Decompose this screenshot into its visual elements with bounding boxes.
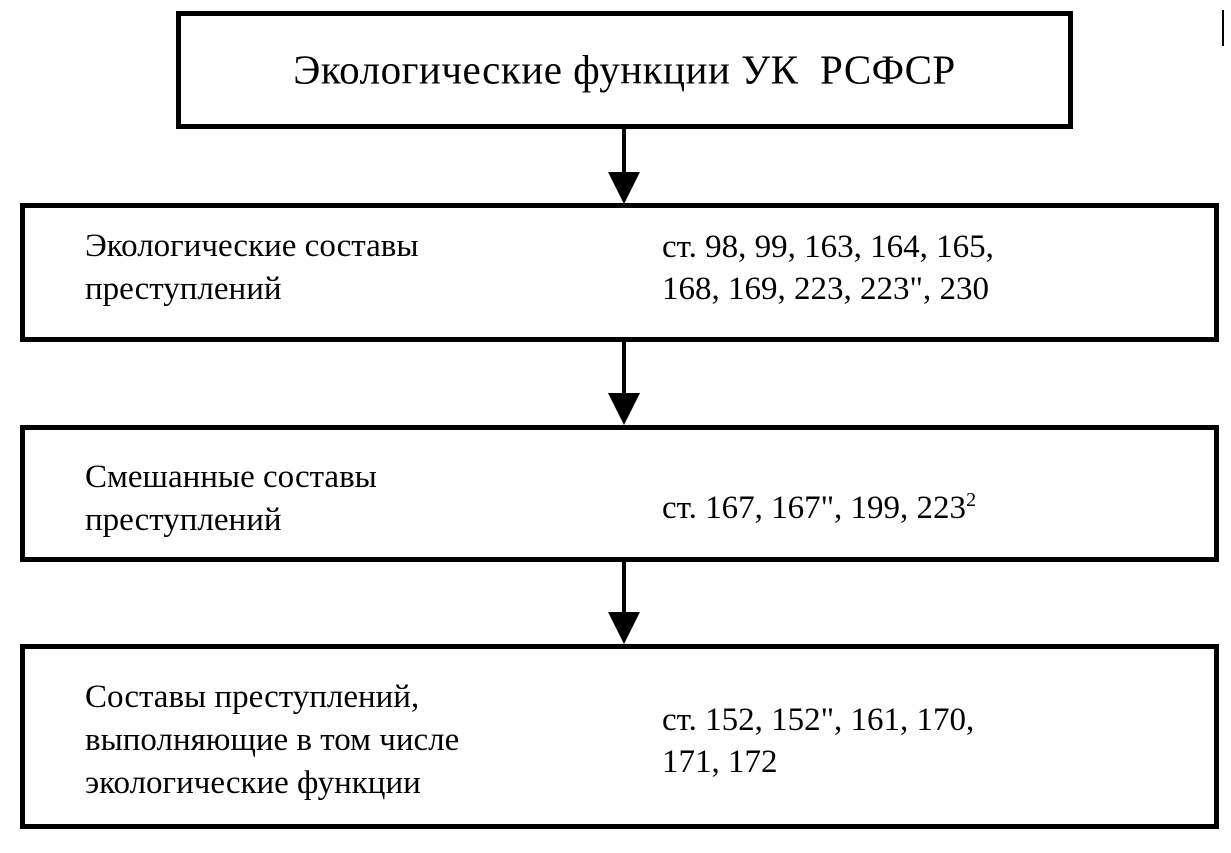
row-label-mixed-offences: Смешанные составы преступлений	[85, 459, 377, 538]
row-articles-mixed-offences: ст. 167, 167", 199, 2232	[662, 487, 976, 529]
arrow-down-icon-ecological-to-mixed	[604, 341, 644, 427]
row-box-ecological-offences: Экологические составы преступлений ст. 9…	[20, 203, 1219, 342]
row-label-partially-ecological-offences: Составы преступлений, выполняющие в том …	[85, 679, 460, 801]
arrow-head	[608, 172, 640, 204]
row-label-ecological-offences: Экологические составы преступлений	[85, 228, 419, 307]
arrow-head	[608, 393, 640, 425]
row-articles-partially-ecological-offences: ст. 152, 152", 161, 170, 171, 172	[662, 699, 974, 783]
arrow-down-icon-title-to-ecological	[604, 128, 644, 204]
row-box-partially-ecological-offences: Составы преступлений, выполняющие в том …	[20, 644, 1219, 829]
articles-superscript: 2	[966, 489, 977, 511]
arrow-shaft	[622, 341, 626, 397]
title-box: Экологические функции УК РСФСР	[176, 11, 1073, 129]
arrow-down-icon-mixed-to-partial	[604, 561, 644, 646]
articles-text: ст. 167, 167", 199, 223	[662, 490, 967, 526]
arrow-shaft	[622, 128, 626, 176]
articles-text: ст. 98, 99, 163, 164, 165, 168, 169, 223…	[662, 229, 994, 308]
row-box-mixed-offences: Смешанные составы преступлений ст. 167, …	[20, 425, 1219, 562]
diagram-title: Экологические функции УК РСФСР	[293, 46, 956, 93]
scan-artifact-mark	[1222, 10, 1224, 46]
row-articles-ecological-offences: ст. 98, 99, 163, 164, 165, 168, 169, 223…	[662, 226, 994, 310]
articles-text: ст. 152, 152", 161, 170, 171, 172	[662, 702, 975, 781]
arrow-head	[608, 612, 640, 644]
arrow-shaft	[622, 561, 626, 616]
